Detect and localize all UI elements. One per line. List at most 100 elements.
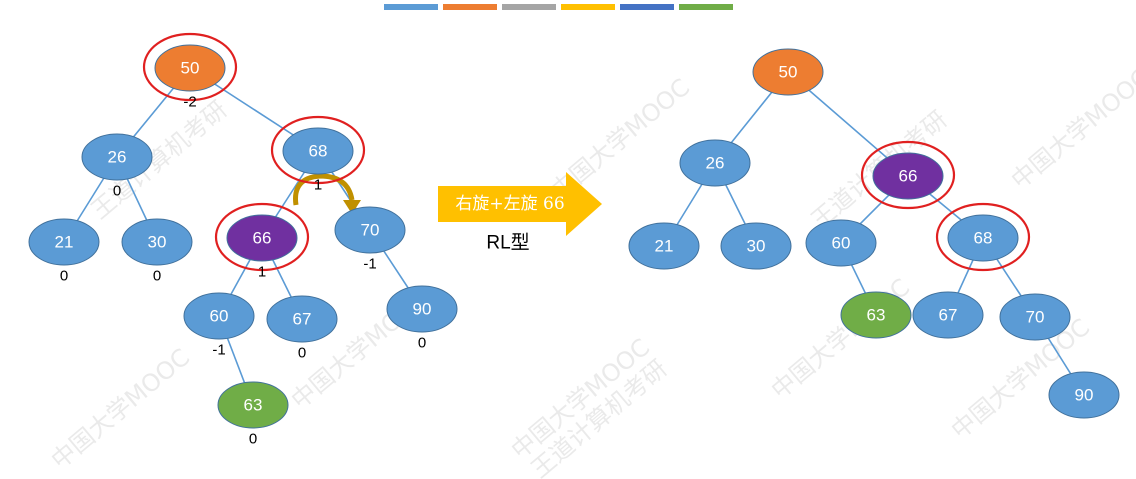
- node-key: 21: [655, 237, 674, 256]
- node-key: 50: [181, 59, 200, 78]
- rotation-arc: [293, 173, 355, 206]
- balance-factor: 0: [418, 335, 426, 352]
- tree-node-70: 70: [999, 293, 1071, 341]
- tree-node-26: 26: [679, 139, 751, 187]
- node-ellipse: [121, 218, 193, 266]
- highlight-ring: [935, 202, 1031, 272]
- legend-swatch: [384, 4, 438, 10]
- node-key: 66: [899, 167, 918, 186]
- node-key: 63: [867, 306, 886, 325]
- node-ellipse: [999, 293, 1071, 341]
- node-ellipse: [334, 206, 406, 254]
- balance-factor: -1: [363, 256, 376, 273]
- node-key: 70: [361, 221, 380, 240]
- tree-node-68: 68 1: [270, 115, 366, 194]
- tree-node-30: 30 0: [121, 218, 193, 285]
- highlight-ring: [142, 32, 238, 102]
- highlight-ring: [860, 140, 956, 210]
- node-key: 67: [293, 310, 312, 329]
- node-key: 30: [148, 233, 167, 252]
- legend-swatch: [561, 4, 615, 10]
- node-ellipse: [752, 48, 824, 96]
- highlight-ring: [270, 115, 366, 185]
- tree-node-70: 70 -1: [334, 206, 406, 273]
- balance-factor: 0: [60, 268, 68, 285]
- node-ellipse: [628, 222, 700, 270]
- tree-node-68: 68: [935, 202, 1031, 272]
- node-key: 26: [706, 154, 725, 173]
- legend-swatch: [443, 4, 497, 10]
- node-key: 68: [309, 142, 328, 161]
- tree-node-50: 50: [752, 48, 824, 96]
- tree-node-63: 63 0: [217, 381, 289, 448]
- tree-node-67: 67 0: [266, 295, 338, 362]
- node-key: 50: [779, 63, 798, 82]
- highlight-ring: [214, 202, 310, 272]
- legend-swatch: [679, 4, 733, 10]
- node-key: 60: [210, 307, 229, 326]
- node-key: 90: [1075, 386, 1094, 405]
- node-key: 67: [939, 306, 958, 325]
- right-arrow-shape: [438, 172, 602, 236]
- node-ellipse: [679, 139, 751, 187]
- tree-nodes: 50 -2 26 0 68 1 21 0 30 0 66 1 70 -1 60 -1 67 0 90 0 63 0 50 26…: [28, 32, 1120, 448]
- watermark-mooc: 中国大学MOOC: [766, 273, 915, 405]
- tree-node-90: 90: [1048, 371, 1120, 419]
- node-key: 21: [55, 233, 74, 252]
- node-ellipse: [872, 152, 944, 200]
- node-ellipse: [282, 127, 354, 175]
- node-key: 68: [974, 229, 993, 248]
- node-key: 26: [108, 148, 127, 167]
- balance-factor: 0: [249, 431, 257, 448]
- watermark-layer: 中国大学MOOC 中国大学MOOC 中国大学MOOC 中国大学MOOC 中国大学…: [46, 63, 1136, 479]
- balance-factor: 0: [298, 345, 306, 362]
- node-ellipse: [386, 285, 458, 333]
- legend-swatch: [620, 4, 674, 10]
- node-key: 63: [244, 396, 263, 415]
- tree-node-66: 66 1: [214, 202, 310, 281]
- rotation-arrowhead: [343, 200, 361, 214]
- balance-factor: 1: [314, 177, 322, 194]
- balance-factor: -1: [212, 342, 225, 359]
- tree-node-50: 50 -2: [142, 32, 238, 111]
- tree-node-21: 21 0: [28, 218, 100, 285]
- color-legend-bar: [384, 4, 733, 10]
- node-key: 66: [253, 229, 272, 248]
- tree-node-90: 90 0: [386, 285, 458, 352]
- tree-node-60: 60 -1: [183, 292, 255, 359]
- rotation-curve-arrow: [293, 173, 361, 214]
- rotation-type-label: RL型: [486, 232, 529, 254]
- node-ellipse: [226, 214, 298, 262]
- balance-factor: -2: [183, 94, 196, 111]
- node-ellipse: [217, 381, 289, 429]
- legend-swatch: [502, 4, 556, 10]
- tree-node-66: 66: [860, 140, 956, 210]
- node-ellipse: [840, 291, 912, 339]
- node-ellipse: [28, 218, 100, 266]
- node-ellipse: [912, 291, 984, 339]
- node-key: 30: [747, 237, 766, 256]
- balance-factor: 0: [153, 268, 161, 285]
- tree-node-67: 67: [912, 291, 984, 339]
- node-key: 70: [1026, 308, 1045, 327]
- node-key: 60: [832, 234, 851, 253]
- tree-node-26: 26 0: [81, 133, 153, 200]
- node-ellipse: [183, 292, 255, 340]
- tree-node-30: 30: [720, 222, 792, 270]
- balance-factor: 0: [113, 183, 121, 200]
- watermark-mooc: 中国大学MOOC: [46, 343, 195, 475]
- tree-node-21: 21: [628, 222, 700, 270]
- tree-node-60: 60: [805, 219, 877, 267]
- balance-factor: 1: [258, 264, 266, 281]
- operation-arrow: 右旋+左旋 66 RL型: [438, 172, 602, 254]
- node-ellipse: [154, 44, 226, 92]
- node-ellipse: [805, 219, 877, 267]
- node-ellipse: [81, 133, 153, 181]
- operation-label: 右旋+左旋 66: [455, 194, 564, 214]
- tree-node-63: 63: [840, 291, 912, 339]
- node-key: 90: [413, 300, 432, 319]
- watermark-mooc: 中国大学MOOC: [1006, 63, 1136, 195]
- node-ellipse: [1048, 371, 1120, 419]
- node-ellipse: [266, 295, 338, 343]
